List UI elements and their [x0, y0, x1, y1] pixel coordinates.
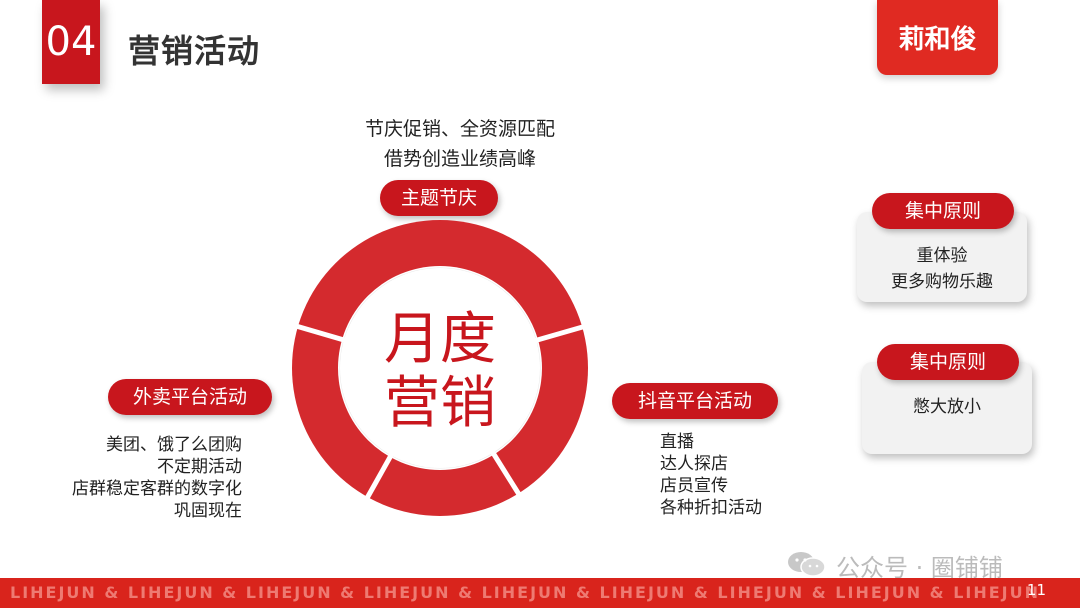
left-desc-line: 美团、饿了么团购 [106, 435, 242, 455]
douyin-platform-pill: 抖音平台活动 [612, 383, 778, 419]
delivery-platform-pill: 外卖平台活动 [108, 379, 272, 415]
right-desc-line: 直播 [660, 432, 694, 452]
footer-repeat-text: LIHEJUN & LIHEJUN & LIHEJUN & LIHEJUN & … [10, 583, 1040, 602]
principle-card-1-label: 集中原则 [872, 193, 1014, 229]
top-desc-line: 节庆促销、全资源匹配 [364, 118, 555, 140]
footer-bar: LIHEJUN & LIHEJUN & LIHEJUN & LIHEJUN & … [0, 578, 1080, 608]
watermark-text: 公众号 · 圈铺铺 [836, 554, 1003, 582]
monthly-marketing-ring [290, 218, 590, 518]
douyin-platform-description: 直播 达人探店 店员宣传 各种折扣活动 [660, 431, 762, 519]
card1-line: 重体验 [916, 246, 968, 266]
section-number-badge: 04 [42, 0, 100, 84]
left-desc-line: 巩固现在 [174, 501, 242, 521]
card1-line: 更多购物乐趣 [891, 272, 993, 292]
center-title: 月度 营销 [340, 308, 540, 436]
ring-graphic [292, 220, 588, 516]
brand-logo: 莉和俊 [877, 0, 998, 75]
page-title: 营销活动 [128, 32, 261, 70]
right-desc-line: 店员宣传 [660, 476, 728, 496]
left-desc-line: 不定期活动 [157, 457, 242, 477]
center-title-line1: 月度 [384, 307, 496, 372]
card2-line: 憋大放小 [913, 397, 981, 417]
top-desc-line: 借势创造业绩高峰 [383, 148, 536, 170]
principle-card-2-text: 憋大放小 [862, 394, 1032, 420]
center-title-line2: 营销 [384, 371, 496, 436]
right-desc-line: 达人探店 [660, 454, 728, 474]
top-description: 节庆促销、全资源匹配 借势创造业绩高峰 [310, 114, 610, 174]
delivery-platform-description: 美团、饿了么团购 不定期活动 店群稳定客群的数字化 巩固现在 [40, 434, 242, 522]
topic-festival-pill: 主题节庆 [380, 180, 498, 216]
right-desc-line: 各种折扣活动 [660, 498, 762, 518]
page-number: 11 [1026, 581, 1046, 599]
wechat-icon [788, 552, 826, 577]
principle-card-2-label: 集中原则 [877, 344, 1019, 380]
left-desc-line: 店群稳定客群的数字化 [72, 479, 242, 499]
principle-card-1-text: 重体验 更多购物乐趣 [857, 243, 1027, 295]
